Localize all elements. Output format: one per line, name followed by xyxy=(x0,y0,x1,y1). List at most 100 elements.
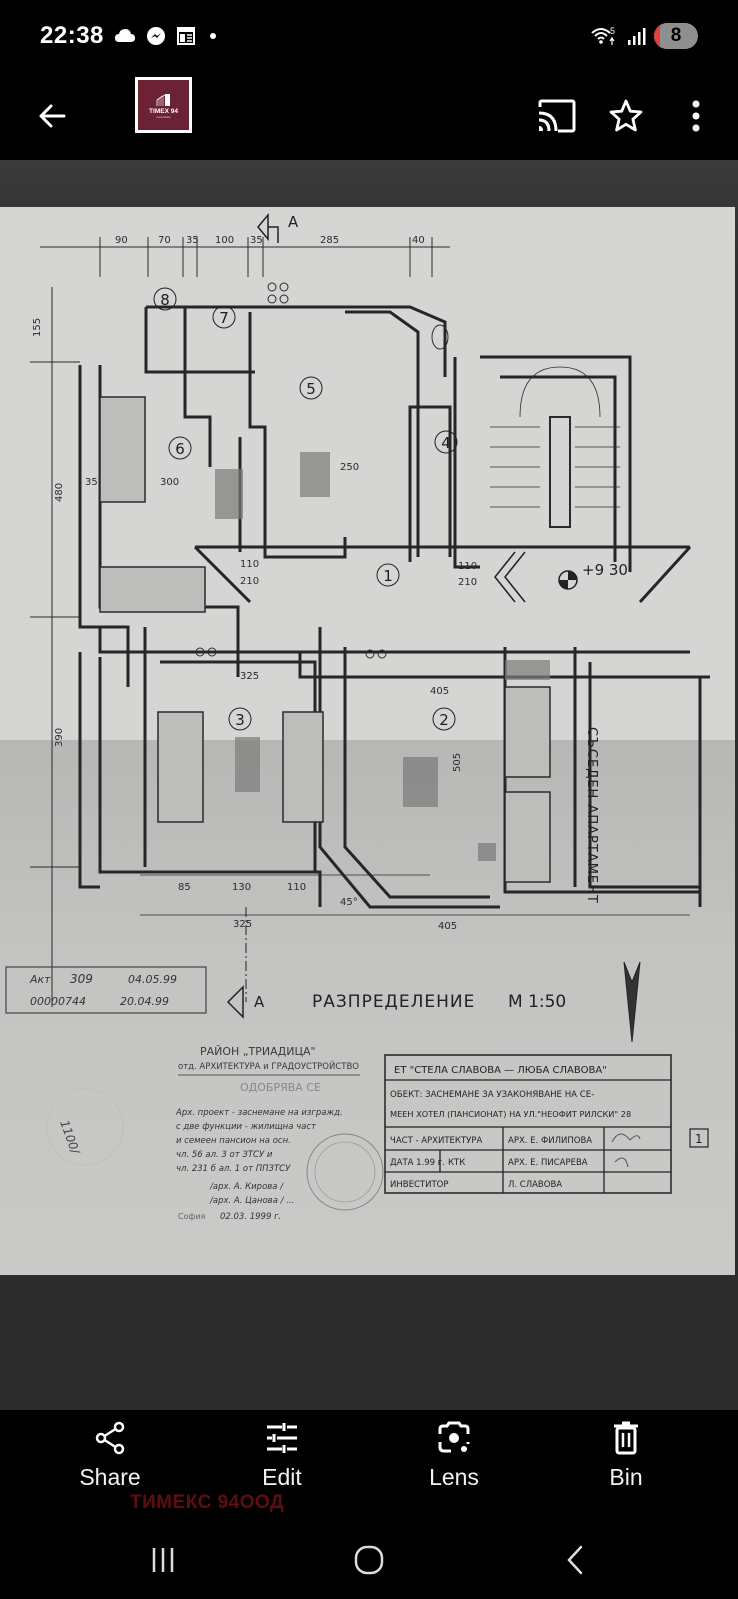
bin-button[interactable]: Bin xyxy=(571,1420,681,1491)
favorite-button[interactable] xyxy=(604,94,648,138)
svg-text:Л. СЛАВОВА: Л. СЛАВОВА xyxy=(508,1180,562,1190)
svg-text:390: 390 xyxy=(54,728,65,747)
svg-text:1: 1 xyxy=(383,567,393,585)
svg-text:ДАТА 1.99 г.: ДАТА 1.99 г. xyxy=(390,1158,445,1168)
municipal-approval-stamp: РАЙОН „ТРИАДИЦА" отд. АРХИТЕКТУРА и ГРАД… xyxy=(175,1045,384,1222)
svg-text:325: 325 xyxy=(233,919,252,930)
more-vert-icon xyxy=(692,100,700,132)
svg-text:130: 130 xyxy=(232,882,251,893)
svg-text:155: 155 xyxy=(32,318,43,337)
nav-back-button[interactable] xyxy=(545,1538,605,1582)
signal-icon xyxy=(628,28,646,45)
album-thumbnail[interactable]: TIMEX 94 real estate xyxy=(135,77,192,133)
svg-text:Акт: Акт xyxy=(29,973,51,986)
svg-text:309: 309 xyxy=(70,972,93,986)
star-icon xyxy=(609,99,643,132)
svg-text:480: 480 xyxy=(54,483,65,502)
svg-text:405: 405 xyxy=(430,686,449,697)
svg-text:250: 250 xyxy=(340,462,359,473)
svg-text:/арх. А. Кирова /: /арх. А. Кирова / xyxy=(209,1182,284,1192)
registry-stamp: Акт 309 04.05.99 00000744 20.04.99 xyxy=(5,966,207,1014)
svg-text:300: 300 xyxy=(160,477,179,488)
signature-mark xyxy=(611,1133,641,1143)
svg-text:А: А xyxy=(288,213,299,231)
svg-text:чл. 231 б ал. 1 от ППЗТСУ: чл. 231 б ал. 1 от ППЗТСУ xyxy=(176,1164,291,1174)
share-button[interactable]: Share xyxy=(55,1420,165,1491)
svg-text:КТК: КТК xyxy=(448,1158,465,1168)
photo-action-bar: Share Edit Lens Bin xyxy=(0,1410,738,1510)
paper-fold-shadow xyxy=(0,740,735,1275)
system-navigation-bar xyxy=(0,1520,738,1599)
svg-text:1: 1 xyxy=(695,1132,703,1146)
svg-text:АРХ. Е. ФИЛИПОВА: АРХ. Е. ФИЛИПОВА xyxy=(508,1136,592,1146)
svg-text:София: София xyxy=(178,1212,206,1221)
svg-text:4: 4 xyxy=(441,434,451,452)
drawing-title: РАЗПРЕДЕЛЕНИЕ xyxy=(312,992,475,1012)
svg-text:110: 110 xyxy=(287,882,306,893)
arrow-back-icon xyxy=(39,104,66,128)
svg-text:отд. АРХИТЕКТУРА и ГРАДОУСТРОЙ: отд. АРХИТЕКТУРА и ГРАДОУСТРОЙСТВО xyxy=(178,1060,359,1072)
svg-text:ЧАСТ - АРХИТЕКТУРА: ЧАСТ - АРХИТЕКТУРА xyxy=(390,1136,482,1146)
svg-text:РАЙОН „ТРИАДИЦА": РАЙОН „ТРИАДИЦА" xyxy=(200,1045,316,1058)
drawing-scale: М 1:50 xyxy=(508,992,566,1012)
lens-button[interactable]: Lens xyxy=(399,1420,509,1491)
home-button[interactable] xyxy=(339,1538,399,1582)
svg-text:СЪСЕДЕН АПАРТАМЕНТ: СЪСЕДЕН АПАРТАМЕНТ xyxy=(584,727,599,904)
svg-text:210: 210 xyxy=(240,576,259,587)
svg-text:с две функции - жилищна част: с две функции - жилищна част xyxy=(176,1122,317,1132)
lens-label: Lens xyxy=(429,1464,479,1490)
recents-button[interactable] xyxy=(133,1538,193,1582)
bin-label: Bin xyxy=(609,1464,643,1490)
svg-text:110: 110 xyxy=(458,561,477,572)
svg-text:35: 35 xyxy=(85,477,98,488)
svg-text:и семеен пансион на осн.: и семеен пансион на осн. xyxy=(176,1136,291,1146)
svg-text:35: 35 xyxy=(250,235,263,246)
back-button[interactable] xyxy=(30,94,74,138)
svg-text:ОБЕКТ: ЗАСНЕМАНЕ ЗА УЗАКОНЯВАН: ОБЕКТ: ЗАСНЕМАНЕ ЗА УЗАКОНЯВАНЕ НА СЕ- xyxy=(390,1090,594,1100)
svg-text:110: 110 xyxy=(240,559,259,570)
cast-icon xyxy=(538,99,576,133)
status-bar: 22:38 5 8 xyxy=(0,0,738,72)
svg-text:1100/: 1100/ xyxy=(57,1118,83,1157)
back-icon xyxy=(567,1545,583,1575)
more-options-button[interactable] xyxy=(674,94,718,138)
edit-button[interactable]: Edit xyxy=(227,1420,337,1491)
dot-icon xyxy=(209,33,216,39)
building-logo-icon xyxy=(156,93,170,106)
home-icon xyxy=(354,1545,384,1575)
battery-indicator: 8 xyxy=(654,23,698,49)
signature-mark xyxy=(614,1157,629,1168)
svg-text:90: 90 xyxy=(115,235,128,246)
svg-text:00000744: 00000744 xyxy=(30,995,86,1008)
svg-text:7: 7 xyxy=(219,309,229,327)
cast-button[interactable] xyxy=(534,94,578,138)
status-time: 22:38 xyxy=(40,22,104,49)
elevation-marker: +9 30 xyxy=(494,551,628,603)
svg-text:02.03. 1999 г.: 02.03. 1999 г. xyxy=(220,1212,281,1222)
lens-icon xyxy=(438,1421,470,1453)
svg-text:40: 40 xyxy=(412,235,425,246)
watermark-text: ТИМЕКС 94ООД xyxy=(130,1492,285,1513)
svg-text:20.04.99: 20.04.99 xyxy=(120,995,169,1008)
svg-text:3: 3 xyxy=(235,711,245,729)
svg-text:5: 5 xyxy=(610,26,615,36)
svg-text:04.05.99: 04.05.99 xyxy=(128,973,177,986)
wifi-icon: 5 xyxy=(591,26,615,45)
svg-text:МЕЕН ХОТЕЛ (ПАНСИОНАТ) НА УЛ.": МЕЕН ХОТЕЛ (ПАНСИОНАТ) НА УЛ."НЕОФИТ РИЛ… xyxy=(390,1109,631,1119)
logo-sub: real estate xyxy=(156,114,171,119)
svg-text:505: 505 xyxy=(452,753,463,772)
recents-icon xyxy=(152,1548,174,1572)
svg-text:+9 30: +9 30 xyxy=(582,561,628,579)
cloud-icon xyxy=(114,29,135,42)
photo-viewer[interactable]: 1 2 3 4 5 6 7 8 90 70 35 100 35 285 40 1… xyxy=(0,160,738,1410)
svg-text:35: 35 xyxy=(186,235,199,246)
svg-text:5: 5 xyxy=(306,380,316,398)
edit-label: Edit xyxy=(262,1464,302,1490)
svg-text:/арх. А. Цанова / ...: /арх. А. Цанова / ... xyxy=(209,1196,294,1206)
messenger-icon xyxy=(146,27,165,45)
svg-text:45°: 45° xyxy=(340,897,358,908)
app-bar: TIMEX 94 real estate xyxy=(0,72,738,160)
floor-plan-document: 1 2 3 4 5 6 7 8 90 70 35 100 35 285 40 1… xyxy=(0,207,735,1275)
share-icon xyxy=(95,1421,125,1455)
svg-text:ЕТ "СТЕЛА СЛАВОВА — ЛЮБА СЛАВО: ЕТ "СТЕЛА СЛАВОВА — ЛЮБА СЛАВОВА" xyxy=(394,1065,607,1076)
